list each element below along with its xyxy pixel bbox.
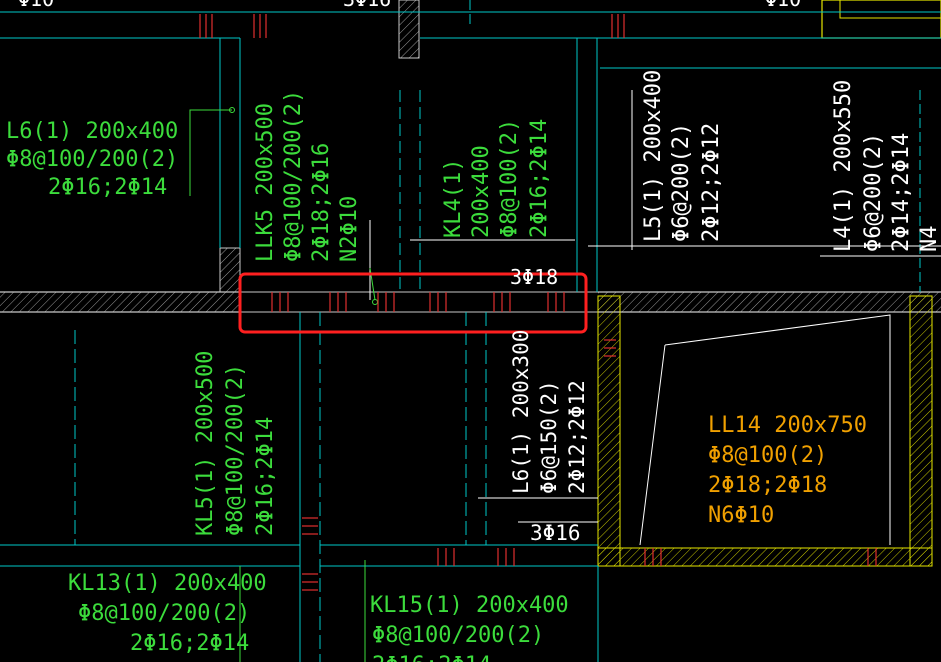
label-3phi16: 3Φ16 bbox=[530, 521, 581, 545]
L5-bars: 2Φ12;2Φ12 bbox=[699, 123, 724, 242]
KL4-stirrup: Φ8@100(2) bbox=[497, 119, 522, 238]
annotation-KL15: KL15(1) 200x400 Φ8@100/200(2) 2Φ16;2Φ14 bbox=[370, 593, 569, 662]
annotation-L4: L4(1) 200x550 Φ6@200(2) 2Φ14;2Φ14 N4 bbox=[831, 80, 941, 252]
LL14-bars: 2Φ18;2Φ18 bbox=[708, 473, 827, 498]
highlight-box[interactable] bbox=[238, 272, 588, 334]
LL14-waist: N6Φ10 bbox=[708, 503, 774, 528]
KL5-bars: 2Φ16;2Φ14 bbox=[253, 417, 278, 536]
KL4-size: 200x400 bbox=[469, 145, 494, 238]
annotation-LL14: LL14 200x750 Φ8@100(2) 2Φ18;2Φ18 N6Φ10 bbox=[708, 413, 867, 528]
L4-waist: N4 bbox=[917, 226, 941, 253]
L4-bars: 2Φ14;2Φ14 bbox=[889, 133, 914, 252]
LLK5-waist: N2Φ10 bbox=[337, 196, 362, 262]
annotation-L5: L5(1) 200x400 Φ6@200(2) 2Φ12;2Φ12 bbox=[641, 70, 724, 242]
label-3phi18: 3Φ18 bbox=[510, 265, 558, 289]
LLK5-bars: 2Φ18;2Φ16 bbox=[309, 143, 334, 262]
KL4-bars: 2Φ16;2Φ14 bbox=[527, 119, 552, 238]
KL5-name: KL5(1) 200x500 bbox=[193, 351, 218, 536]
L5-name: L5(1) 200x400 bbox=[641, 70, 666, 242]
KL13-stirrup: Φ8@100/200(2) bbox=[78, 601, 250, 626]
KL5-stirrup: Φ8@100/200(2) bbox=[223, 364, 248, 536]
annotation-KL5: KL5(1) 200x500 Φ8@100/200(2) 2Φ16;2Φ14 bbox=[193, 351, 278, 536]
L6-stirrup: Φ8@100/200(2) bbox=[6, 147, 178, 172]
L4-stirrup: Φ6@200(2) bbox=[861, 133, 886, 252]
L6b-bars: 2Φ12;2Φ12 bbox=[565, 380, 589, 494]
label-top-mid: 3Φ16 bbox=[343, 0, 391, 11]
leader-dot bbox=[229, 107, 235, 113]
KL13-bars: 2Φ16;2Φ14 bbox=[130, 631, 249, 656]
L6-bars: 2Φ16;2Φ14 bbox=[48, 175, 167, 200]
L6b-stirrup: Φ6@150(2) bbox=[537, 380, 561, 494]
columns bbox=[219, 0, 941, 567]
label-top-right: Φ10 bbox=[765, 0, 801, 11]
L6b-name: L6(1) 200x300 bbox=[509, 330, 533, 494]
annotation-L6b: L6(1) 200x300 Φ6@150(2) 2Φ12;2Φ12 bbox=[509, 330, 589, 494]
leader-lines bbox=[369, 90, 941, 546]
LLK5-name: LLK5 200x500 bbox=[253, 103, 278, 262]
L6-name: L6(1) 200x400 bbox=[6, 119, 178, 144]
L5-stirrup: Φ6@200(2) bbox=[669, 123, 694, 242]
KL15-bars: 2Φ16;2Φ14 bbox=[372, 653, 491, 662]
LLK5-stirrup: Φ8@100/200(2) bbox=[281, 90, 306, 262]
annotation-KL13: KL13(1) 200x400 Φ8@100/200(2) 2Φ16;2Φ14 bbox=[68, 571, 267, 656]
LL14-stirrup: Φ8@100(2) bbox=[708, 443, 827, 468]
LL14-name: LL14 200x750 bbox=[708, 413, 867, 438]
KL4-name: KL4(1) bbox=[441, 159, 466, 238]
annotation-LLK5: LLK5 200x500 Φ8@100/200(2) 2Φ18;2Φ16 N2Φ… bbox=[253, 90, 362, 262]
KL13-name: KL13(1) 200x400 bbox=[68, 571, 267, 596]
label-top-left: Φ10 bbox=[18, 0, 54, 11]
horizontal-wall bbox=[0, 291, 941, 313]
KL15-stirrup: Φ8@100/200(2) bbox=[372, 623, 544, 648]
annotation-L6: L6(1) 200x400 Φ8@100/200(2) 2Φ16;2Φ14 bbox=[6, 119, 178, 200]
annotation-KL4: KL4(1) 200x400 Φ8@100(2) 2Φ16;2Φ14 bbox=[441, 119, 552, 238]
KL15-name: KL15(1) 200x400 bbox=[370, 593, 569, 618]
rebar-ticks bbox=[199, 14, 877, 591]
L4-name: L4(1) 200x550 bbox=[831, 80, 856, 252]
